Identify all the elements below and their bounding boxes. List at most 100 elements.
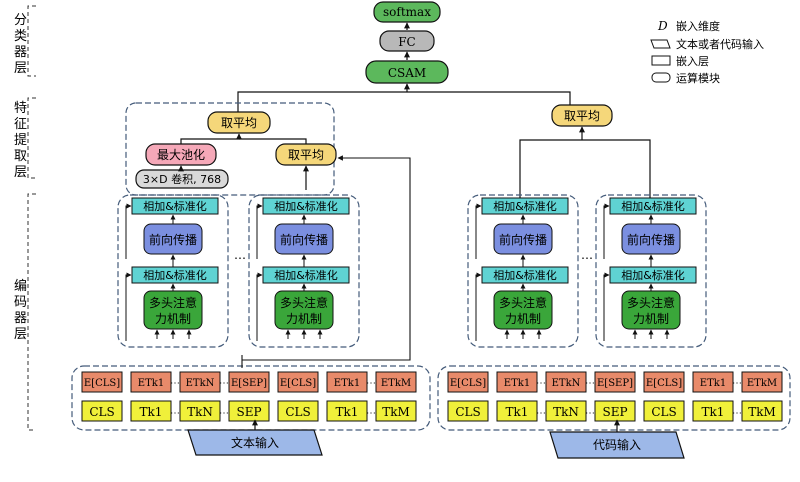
softmax-box	[373, 1, 441, 23]
code-dots-tok-3: ⋯	[585, 408, 595, 419]
text-right-addnorm-top-label: 相加&标准化	[274, 199, 338, 213]
code-embedding-label: ETkN	[552, 378, 581, 389]
text-left-mha-label-line1: 多头注意	[149, 295, 197, 310]
text-embedding-box	[326, 371, 368, 393]
code-dots-emb-end: ⋯	[732, 378, 742, 389]
legend-d-desc: 嵌入维度	[676, 19, 720, 33]
encoder-blocks: 相加&标准化前向传播相加&标准化多头注意力机制相加&标准化前向传播相加&标准化多…	[117, 194, 707, 348]
code-right-addnorm-bottom-label: 相加&标准化	[621, 268, 685, 282]
encoder-layer-label: 编码器层	[14, 279, 27, 342]
code-embedding-box	[643, 371, 685, 393]
layer-labels: 分类器层 特征提取层 编码器层	[14, 5, 36, 431]
text-left-addnorm-bottom-box	[131, 266, 219, 284]
text-embedding-box	[228, 371, 270, 393]
legend-input-desc: 文本或者代码输入	[676, 37, 764, 51]
code-embedding-box	[692, 371, 734, 393]
classifier-layer-label: 分类器层	[14, 13, 27, 76]
text-embedding-box	[277, 371, 319, 393]
code-token-label: Tk1	[702, 405, 725, 419]
text-token-box	[228, 400, 270, 422]
text-maxpool-label: 最大池化	[157, 148, 205, 162]
code-token-label: Tk1	[506, 405, 529, 419]
text-token-label: CLS	[285, 405, 310, 419]
csam-box	[365, 60, 449, 84]
code-token-label: TkM	[748, 405, 776, 419]
text-token-label: TkN	[187, 405, 213, 419]
feature-layer-label: 特征提取层	[14, 101, 27, 180]
code-left-ffn-label: 前向传播	[499, 232, 547, 247]
text-embedding-label: E[CLS]	[280, 378, 316, 389]
text-right-addnorm-bottom-label: 相加&标准化	[274, 268, 338, 282]
code-token-box	[643, 400, 685, 422]
legend-embed-desc: 嵌入层	[676, 55, 709, 68]
legend-d-symbol: D	[657, 19, 668, 33]
text-dots-emb-2: ⋯	[170, 378, 180, 389]
code-token-box	[496, 400, 538, 422]
code-token-label: SEP	[602, 405, 627, 419]
code-input-shape	[549, 431, 685, 459]
text-avg-top-box	[207, 111, 271, 134]
code-embedding-box	[545, 371, 587, 393]
text-token-box	[130, 400, 172, 422]
legend-op-shape	[651, 72, 671, 83]
text-token-label: CLS	[89, 405, 114, 419]
text-embedding-label: ETk1	[334, 378, 360, 389]
classifier-stack: softmax FC CSAM	[365, 1, 449, 84]
text-left-addnorm-top-box	[131, 197, 219, 215]
code-right-addnorm-bottom-box	[609, 266, 697, 284]
code-input-label: 代码输入	[593, 437, 641, 452]
fc-box	[379, 30, 435, 52]
code-left-mha-label-line2: 力机制	[505, 312, 541, 326]
code-right-addnorm-top-box	[609, 197, 697, 215]
code-embedding-label: E[SEP]	[597, 378, 633, 389]
code-left-addnorm-bottom-label: 相加&标准化	[493, 268, 557, 282]
text-token-label: Tk1	[336, 405, 359, 419]
code-token-label: TkN	[553, 405, 579, 419]
code-embedding-label: E[CLS]	[646, 378, 682, 389]
text-dots-tok-3: ⋯	[219, 408, 229, 419]
code-input-rows: E[CLS]CLSETk1Tk1ETkNTkNE[SEP]SEPE[CLS]CL…	[437, 365, 791, 431]
code-avg-label: 取平均	[564, 109, 600, 123]
text-input-rows: E[CLS]CLSETk1Tk1ETkNTkNE[SEP]SEPE[CLS]CL…	[71, 365, 431, 431]
text-right-addnorm-bottom-box	[262, 266, 350, 284]
code-right-mha-label-line2: 力机制	[633, 312, 669, 326]
code-embedding-box	[447, 371, 489, 393]
text-left-addnorm-top-label: 相加&标准化	[143, 199, 207, 213]
text-embedding-label: ETkN	[186, 378, 215, 389]
code-token-label: CLS	[651, 405, 676, 419]
csam-label: CSAM	[388, 66, 426, 80]
legend-embed-shape	[651, 55, 671, 66]
text-input-node: 文本输入	[187, 419, 323, 456]
text-right-mha-label-line2: 力机制	[286, 312, 322, 326]
text-input-label: 文本输入	[231, 435, 279, 450]
encoder-dots-0: ⋯	[234, 251, 246, 265]
text-input-shape	[187, 429, 323, 456]
softmax-label: softmax	[383, 5, 431, 19]
text-left-addnorm-bottom-label: 相加&标准化	[143, 268, 207, 282]
code-token-box	[545, 400, 587, 422]
text-embedding-label: E[SEP]	[231, 378, 267, 389]
text-embedding-box	[81, 371, 123, 393]
text-right-ffn-label: 前向传播	[280, 232, 328, 247]
text-avg-top-label: 取平均	[221, 116, 257, 130]
text-token-box	[81, 400, 123, 422]
text-embedding-label: ETkM	[381, 378, 411, 389]
code-dots-tok-2: ⋯	[536, 408, 546, 419]
text-embedding-label: ETk1	[138, 378, 164, 389]
code-left-mha-label-line1: 多头注意	[499, 295, 547, 310]
text-right-mha-label-line1: 多头注意	[280, 295, 328, 310]
text-dots-emb-end: ⋯	[366, 378, 376, 389]
code-embedding-label: ETk1	[504, 378, 530, 389]
text-embedding-box	[179, 371, 221, 393]
code-right-mha-label-line1: 多头注意	[627, 295, 675, 310]
code-token-box	[447, 400, 489, 422]
text-dots-emb-3: ⋯	[219, 378, 229, 389]
code-right-ffn-label: 前向传播	[627, 232, 675, 247]
text-dots-tok-2: ⋯	[170, 408, 180, 419]
code-dots-emb-2: ⋯	[536, 378, 546, 389]
code-embedding-label: ETkM	[747, 378, 777, 389]
code-token-box	[692, 400, 734, 422]
legend: D 嵌入维度 文本或者代码输入 嵌入层 运算模块	[650, 19, 764, 85]
